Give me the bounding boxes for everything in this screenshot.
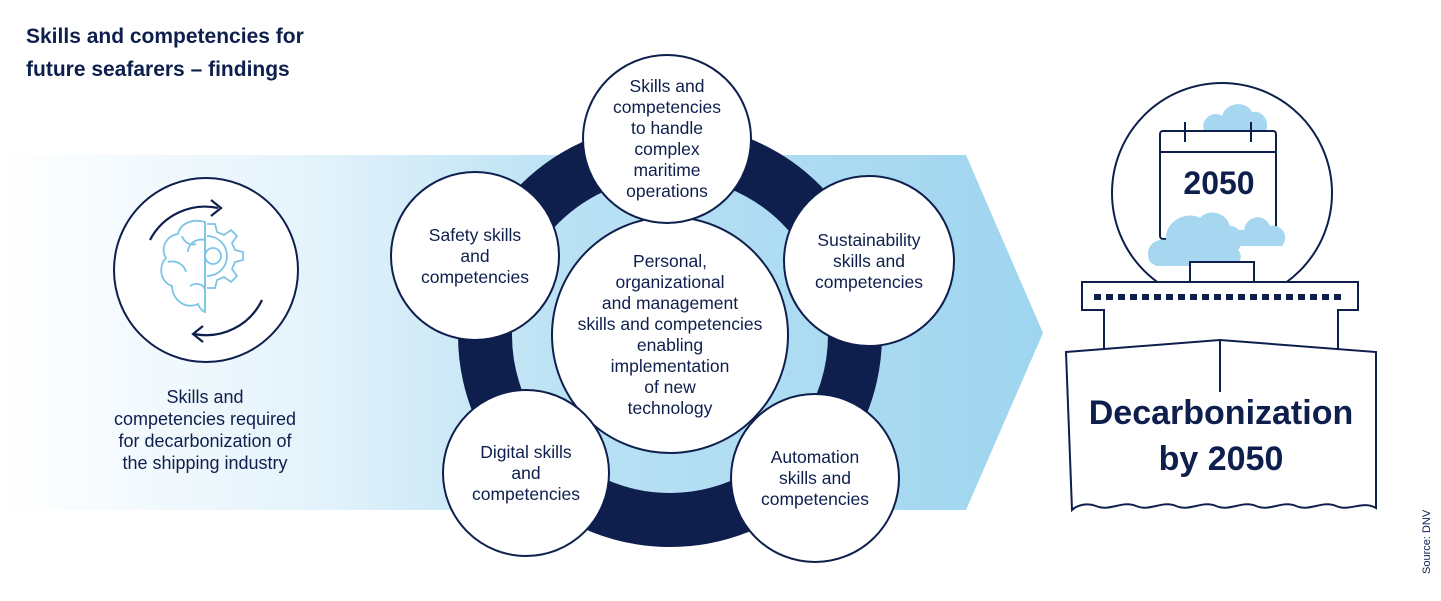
satellite-top-text: Skills and competencies to handle comple… <box>613 76 721 201</box>
calendar-icon <box>1159 122 1277 240</box>
satellite-upper-left-text: Safety skills and competencies <box>421 224 529 287</box>
page-title: Skills and competencies for future seafa… <box>26 25 304 81</box>
calendar-year: 2050 <box>1183 165 1255 201</box>
cloud-icon <box>1230 217 1286 246</box>
center-circle: Personal, organizational and management … <box>551 216 789 454</box>
satellite-lower-right: Automation skills and competencies <box>730 393 900 563</box>
left-label: Skills and competencies required for dec… <box>113 387 297 473</box>
source-note: Source: DNV <box>1421 509 1433 574</box>
satellite-lower-right-text: Automation skills and competencies <box>761 446 869 509</box>
satellite-lower-left-text: Digital skills and competencies <box>472 441 580 504</box>
goal-text: Decarbonization by 2050 <box>1088 394 1354 478</box>
satellite-upper-left: Safety skills and competencies <box>390 171 560 341</box>
satellite-upper-right: Sustainability skills and competencies <box>783 175 955 347</box>
center-text: Personal, organizational and management … <box>577 251 763 418</box>
satellite-top: Skills and competencies to handle comple… <box>582 54 752 224</box>
satellite-lower-left: Digital skills and competencies <box>442 389 610 557</box>
satellite-upper-right-text: Sustainability skills and competencies <box>815 229 923 292</box>
cloud-icon <box>1147 212 1243 266</box>
